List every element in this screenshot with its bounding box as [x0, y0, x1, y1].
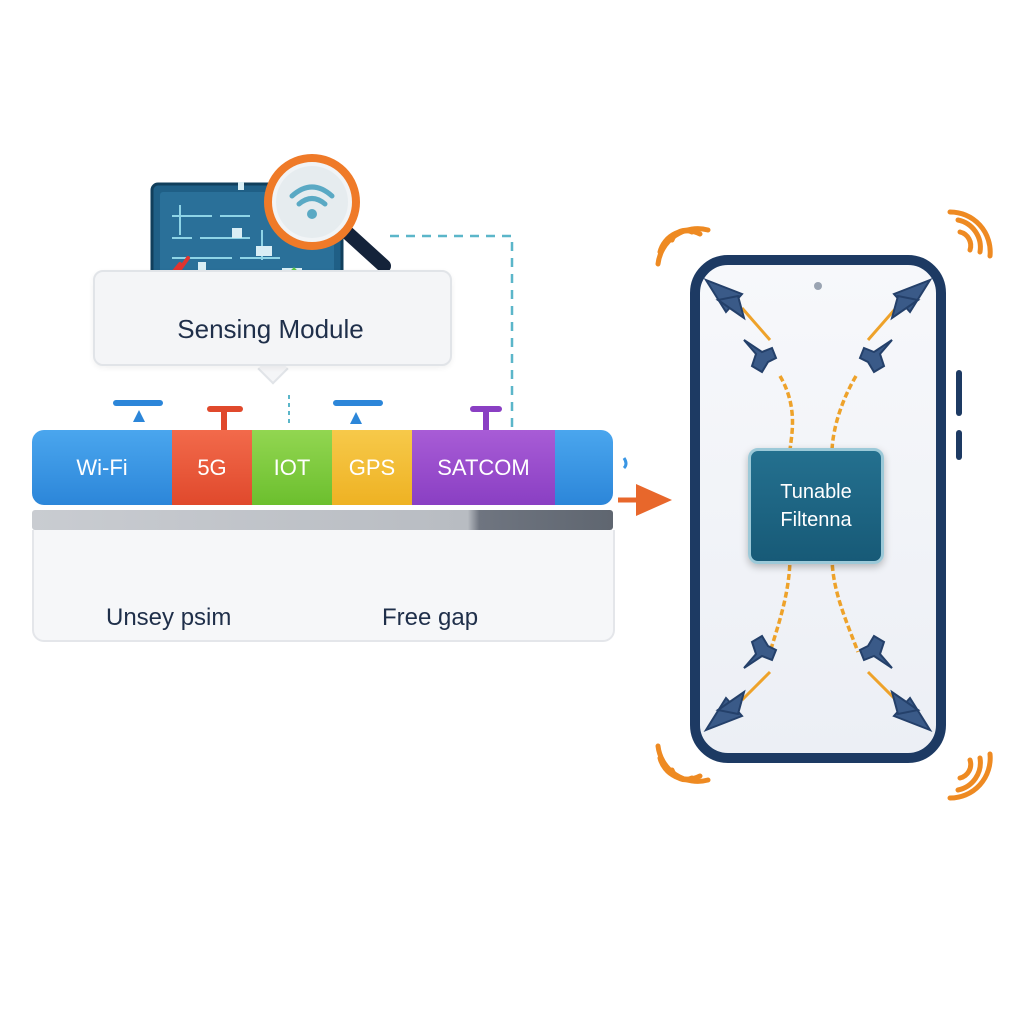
dashed-connector	[390, 234, 514, 430]
lower-left-label: Unsey psim	[106, 604, 232, 631]
arrow-to-phone-icon	[618, 457, 672, 516]
band-markers	[113, 400, 502, 430]
magnifier-wifi-icon	[264, 154, 391, 273]
spectrum-tick-bar	[32, 510, 613, 530]
band-free-segment	[555, 430, 613, 505]
band-wifi: Wi-Fi	[32, 430, 172, 505]
band-iot: IOT	[252, 430, 332, 505]
band-satcom: SATCOM	[412, 430, 555, 505]
band-gps: GPS	[332, 430, 412, 505]
chip-label-line2: Filtenna	[780, 509, 852, 531]
chip-label-line1: Tunable	[780, 481, 852, 503]
sensing-module-label: Sensing Module	[177, 314, 364, 344]
antenna-elements	[703, 277, 933, 733]
feed-lines-outer	[740, 307, 898, 702]
band-5g: 5G	[172, 430, 252, 505]
phone-camera	[814, 282, 822, 290]
phone-side-button	[956, 370, 962, 416]
feed-lines	[768, 375, 860, 653]
free-gap-label: Free gap	[382, 604, 479, 631]
sensing-module-card	[93, 270, 452, 366]
tunable-filtenna-chip: Tunable Filtenna	[748, 448, 884, 564]
spectrum-lower-panel	[32, 530, 615, 642]
signal-wave-icons	[655, 209, 993, 801]
